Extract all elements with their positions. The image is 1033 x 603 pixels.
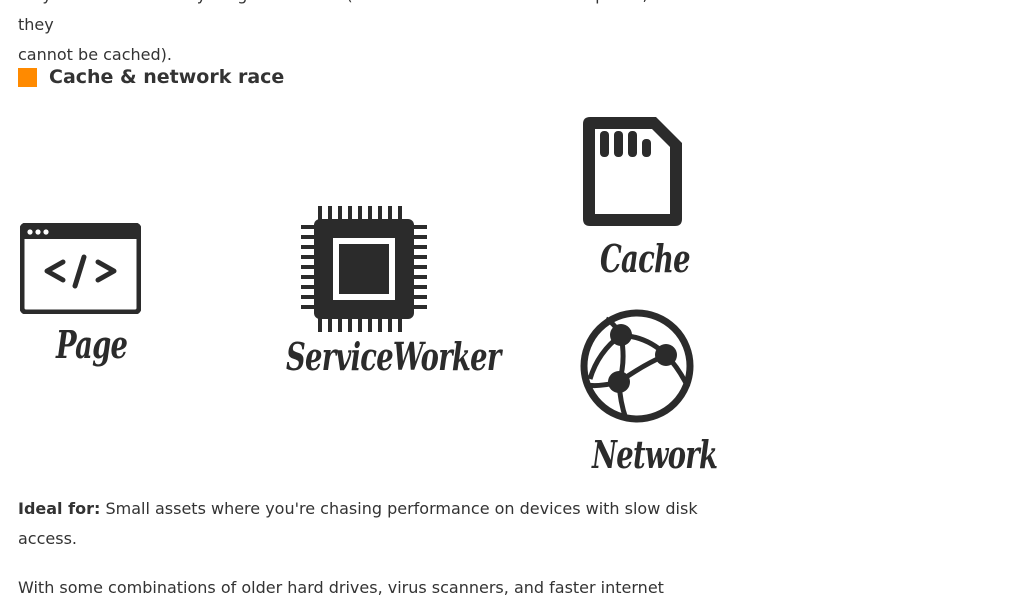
- chip-icon: [301, 206, 427, 332]
- intro-line-1: only" behaviour for anything not cached …: [18, 0, 671, 34]
- ideal-for-text: Ideal for: Small assets where you're cha…: [18, 494, 698, 554]
- section-heading: Cache & network race: [18, 64, 284, 90]
- cache-label: Cache: [600, 236, 691, 281]
- network-label: Network: [592, 432, 718, 477]
- ideal-for-body: Small assets where you're chasing perfor…: [18, 499, 698, 548]
- heading-text: Cache & network race: [49, 66, 285, 88]
- ideal-for-paragraph: Ideal for: Small assets where you're cha…: [18, 494, 698, 554]
- code-window-icon: [20, 223, 141, 314]
- ideal-for-lead: Ideal for:: [18, 499, 101, 518]
- sd-card-icon: [583, 117, 682, 226]
- serviceworker-label: ServiceWorker: [286, 334, 501, 379]
- heading-marker: [18, 67, 37, 87]
- bottom-paragraph: With some combinations of older hard dri…: [18, 573, 698, 603]
- intro-paragraph: only" behaviour for anything not cached …: [18, 0, 698, 70]
- page-label: Page: [56, 322, 128, 367]
- bottom-text: With some combinations of older hard dri…: [18, 578, 664, 597]
- intro-line-2: cannot be cached).: [18, 45, 172, 64]
- cache-network-race-diagram: Page: [20, 117, 718, 477]
- globe-network-icon: [580, 309, 694, 423]
